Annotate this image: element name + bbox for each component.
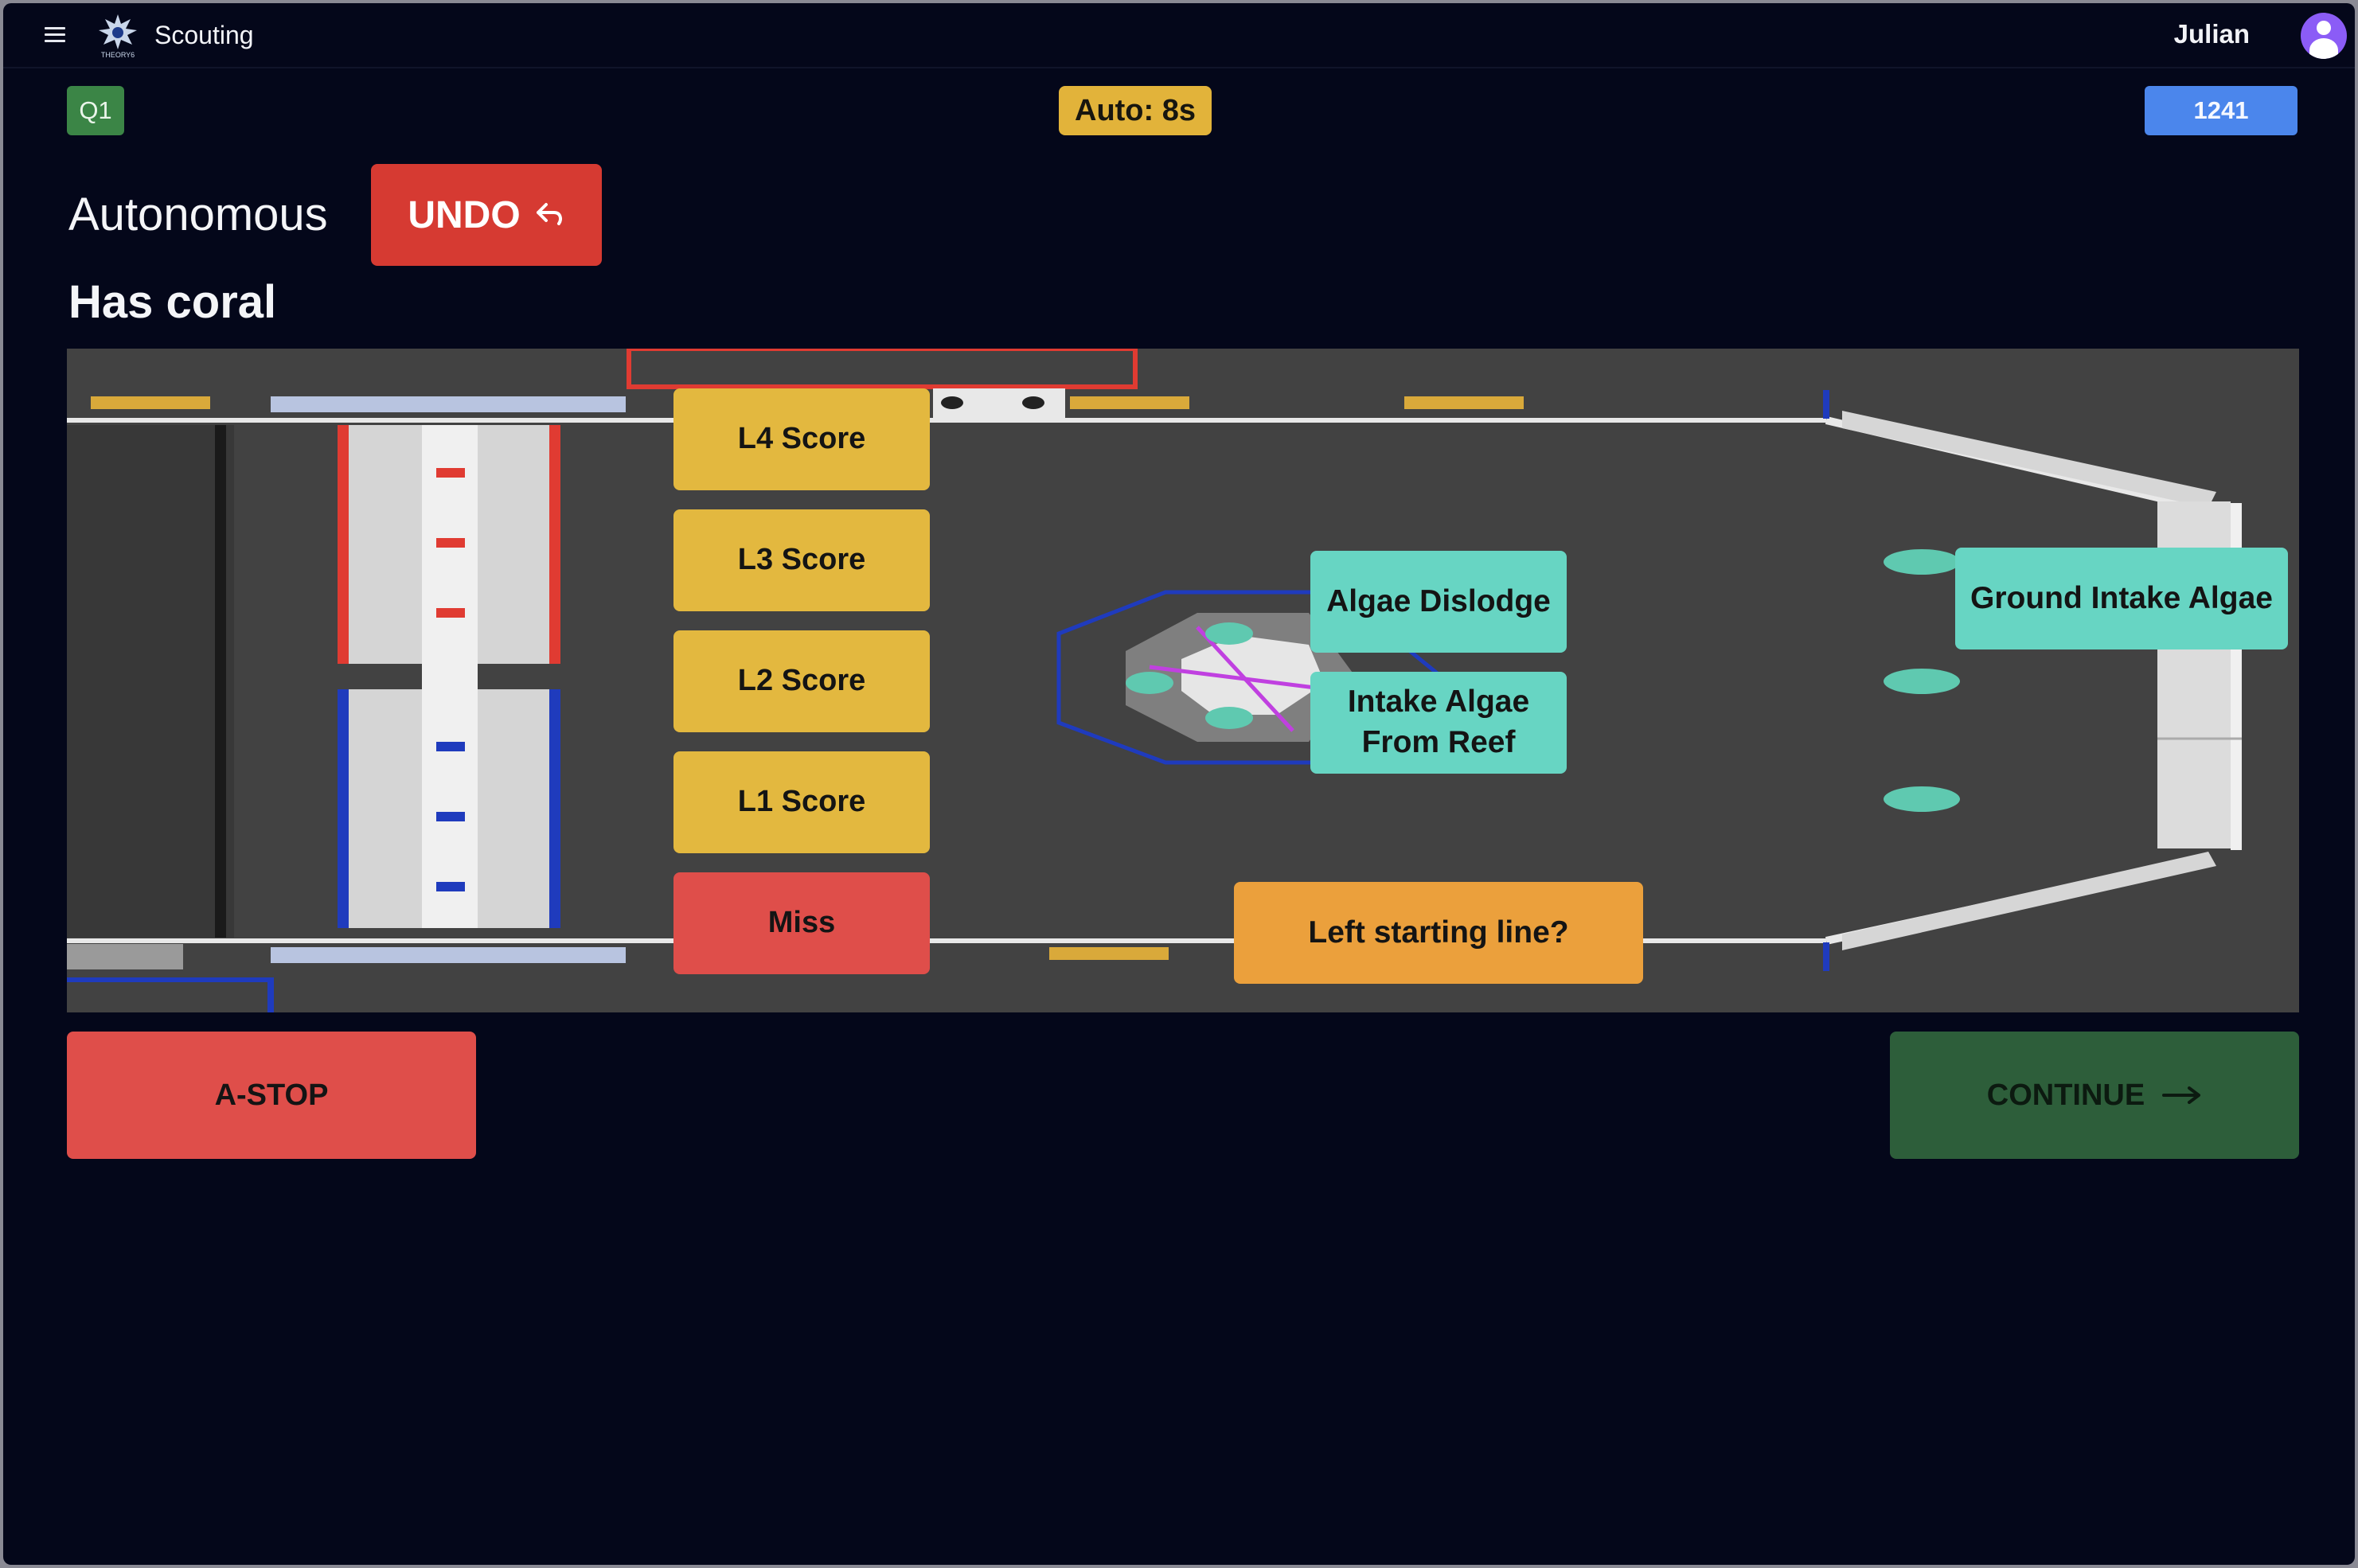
- l3-score-button[interactable]: L3 Score: [673, 509, 930, 611]
- intake-algae-reef-label: Intake Algae From Reef: [1348, 682, 1529, 763]
- intake-algae-reef-line2: From Reef: [1361, 725, 1516, 759]
- match-badge: Q1: [67, 86, 124, 135]
- team-logo-icon[interactable]: THEORY6: [92, 11, 143, 60]
- team-number-badge: 1241: [2145, 86, 2297, 135]
- undo-button[interactable]: UNDO: [371, 164, 602, 266]
- undo-label: UNDO: [408, 193, 521, 236]
- app-window: THEORY6 Scouting Julian Q1 Auto: 8s 1241…: [3, 3, 2355, 1565]
- user-avatar-icon[interactable]: [2301, 13, 2347, 59]
- mode-title: Autonomous: [68, 189, 328, 240]
- undo-arrow-icon: [536, 203, 562, 225]
- hamburger-menu-icon[interactable]: [45, 27, 65, 43]
- continue-button[interactable]: CONTINUE: [1890, 1032, 2299, 1159]
- l1-score-button[interactable]: L1 Score: [673, 751, 930, 853]
- logo-text: THEORY6: [101, 51, 135, 59]
- user-name[interactable]: Julian: [2173, 19, 2250, 49]
- intake-algae-reef-button[interactable]: Intake Algae From Reef: [1310, 672, 1567, 774]
- intake-algae-reef-line1: Intake Algae: [1347, 685, 1530, 720]
- app-title: Scouting: [154, 21, 254, 49]
- continue-label: CONTINUE: [1986, 1078, 2145, 1112]
- auto-timer-badge: Auto: 8s: [1059, 86, 1212, 135]
- navbar: THEORY6 Scouting Julian: [3, 3, 2355, 68]
- arrow-right-icon: [2162, 1086, 2201, 1104]
- ground-intake-algae-button[interactable]: Ground Intake Algae: [1955, 548, 2288, 649]
- a-stop-label: A-STOP: [214, 1078, 329, 1112]
- field-map: L4 Score L3 Score L2 Score L1 Score Miss…: [67, 349, 2299, 1012]
- miss-button[interactable]: Miss: [673, 872, 930, 974]
- a-stop-button[interactable]: A-STOP: [67, 1032, 476, 1159]
- l2-score-button[interactable]: L2 Score: [673, 630, 930, 732]
- field-map-graphic: [67, 349, 2242, 1012]
- possession-status: Has coral: [68, 276, 277, 328]
- algae-dislodge-button[interactable]: Algae Dislodge: [1310, 551, 1567, 653]
- l4-score-button[interactable]: L4 Score: [673, 388, 930, 490]
- left-starting-line-button[interactable]: Left starting line?: [1234, 882, 1643, 984]
